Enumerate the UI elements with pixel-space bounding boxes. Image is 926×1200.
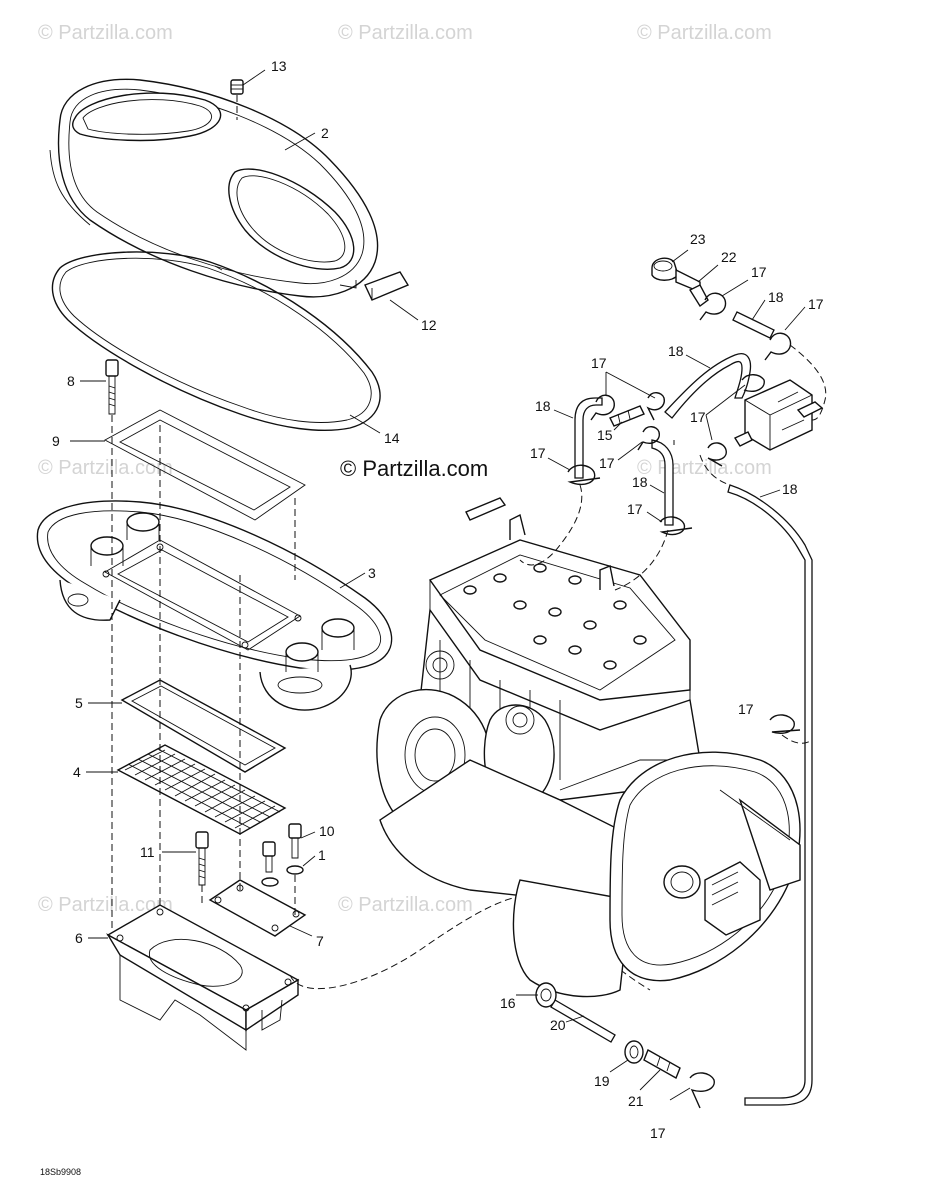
callout-label: 15 — [597, 427, 613, 443]
callout-label: 19 — [594, 1073, 610, 1089]
callout-label: 11 — [140, 844, 155, 860]
head-bolts — [463, 563, 647, 670]
callout-label: 5 — [75, 695, 83, 711]
callout-label: 4 — [73, 764, 81, 780]
drawing-code: 18Sb9908 — [40, 1167, 81, 1177]
callout-label: 21 — [628, 1093, 644, 1109]
silencer-base — [36, 500, 393, 711]
check-valve — [733, 379, 824, 451]
callout-label: 10 — [319, 823, 335, 839]
callout-label: 17 — [751, 264, 767, 280]
hose-clamps — [567, 292, 801, 1109]
callout-label: 6 — [75, 930, 83, 946]
silencer-cover — [49, 78, 379, 298]
gasket-5 — [120, 679, 287, 773]
callout-label: 18 — [668, 343, 684, 359]
callout-label: 8 — [67, 373, 75, 389]
cap-13 — [230, 79, 244, 95]
watermark: © Partzilla.com — [38, 457, 173, 479]
callout-label: 13 — [271, 58, 287, 74]
callout-label: 17 — [530, 445, 546, 461]
callout-label: 17 — [650, 1125, 666, 1141]
washer-1 — [261, 865, 304, 887]
callout-label: 9 — [52, 433, 60, 449]
callout-label: 20 — [550, 1017, 566, 1033]
callout-label: 17 — [690, 409, 706, 425]
callout-label: 3 — [368, 565, 376, 581]
watermark: © Partzilla.com — [338, 894, 473, 916]
callout-label: 22 — [721, 249, 737, 265]
bolt-11 — [195, 831, 209, 886]
watermark: © Partzilla.com — [38, 894, 173, 916]
callout-label: 14 — [384, 430, 400, 446]
gasket-14 — [51, 251, 381, 432]
assembly-lines-left — [111, 95, 651, 991]
callout-label: 17 — [808, 296, 824, 312]
assembly-lines-right — [519, 344, 827, 744]
clip-12 — [364, 271, 410, 301]
bolt-10 — [262, 823, 302, 873]
gasket-9 — [104, 409, 306, 521]
intake-pipes — [90, 512, 355, 672]
housing-6 — [106, 904, 300, 1051]
watermark: © Partzilla.com — [38, 22, 173, 44]
engine-block — [376, 497, 801, 998]
callout-label: 23 — [690, 231, 706, 247]
callout-label: 12 — [421, 317, 437, 333]
callout-label: 17 — [627, 501, 643, 517]
callout-label: 18 — [632, 474, 648, 490]
callout-label: 7 — [316, 933, 324, 949]
callout-label: 18 — [768, 289, 784, 305]
center-watermark: © Partzilla.com — [340, 456, 488, 481]
callout-label: 2 — [321, 125, 329, 141]
callout-layer: 13 2 12 14 8 9 3 5 4 11 10 1 7 6 23 22 1… — [52, 58, 824, 1141]
callout-label: 17 — [599, 455, 615, 471]
plate-7 — [208, 879, 307, 937]
fuel-valve — [651, 257, 709, 308]
callout-label: 17 — [738, 701, 754, 717]
watermark: © Partzilla.com — [338, 22, 473, 44]
callout-label: 16 — [500, 995, 516, 1011]
callout-label: 17 — [591, 355, 607, 371]
bolt-8 — [105, 359, 119, 415]
filter-4 — [116, 744, 287, 835]
callout-label: 18 — [535, 398, 551, 414]
callout-label: 18 — [782, 481, 798, 497]
hose-set — [535, 311, 813, 1106]
watermark: © Partzilla.com — [637, 22, 772, 44]
watermark: © Partzilla.com — [637, 457, 772, 479]
callout-label: 1 — [318, 847, 326, 863]
